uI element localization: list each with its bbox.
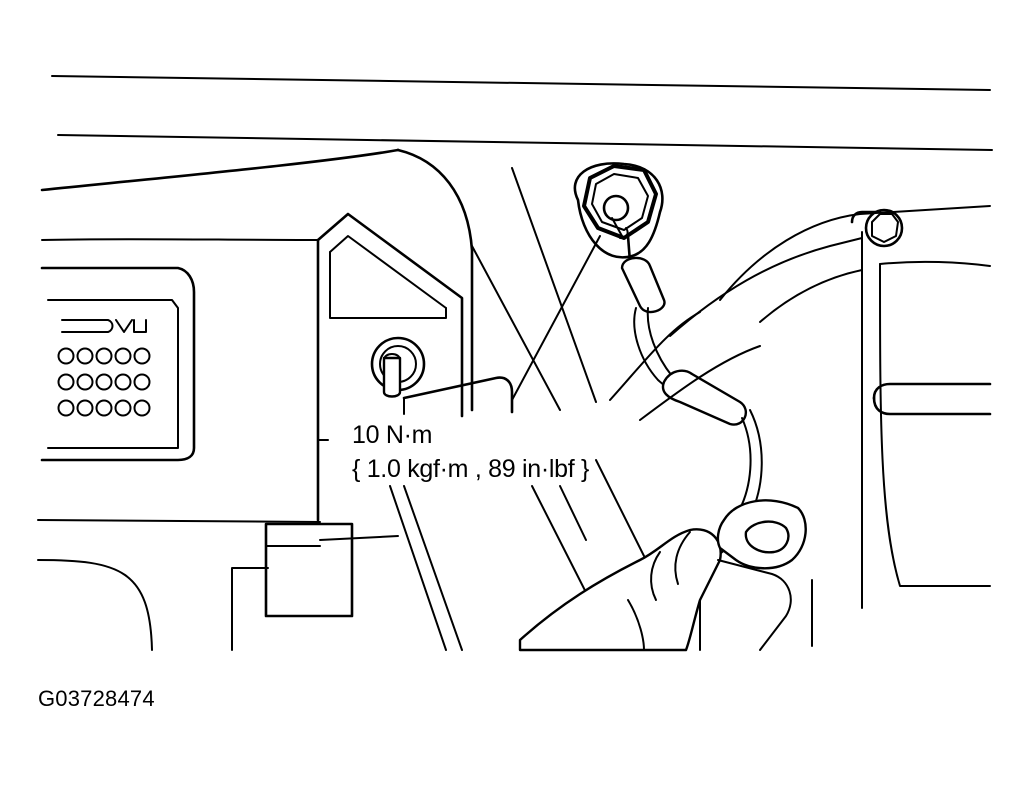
connector-pin	[57, 399, 75, 417]
connector-pin	[133, 373, 151, 391]
hand-holding-wire-icon	[518, 499, 807, 652]
sensor-body	[573, 162, 664, 259]
connector-pin	[133, 399, 151, 417]
sensor-lead	[626, 234, 632, 264]
connector-pins	[57, 347, 151, 417]
connector-pin	[114, 347, 132, 365]
left-housing	[37, 148, 474, 651]
connector-pin	[76, 373, 94, 391]
connector-pin	[95, 347, 113, 365]
torque-spec-label: 10 N·m { 1.0 kgf·m , 89 in·lbf }	[352, 418, 589, 486]
connector-pin	[95, 373, 113, 391]
hex-bolt-head-icon	[582, 164, 658, 240]
mounting-bracket	[316, 212, 464, 522]
leader-line	[511, 235, 601, 401]
upper-panel-edges	[51, 75, 993, 151]
bracket-stud	[382, 356, 402, 398]
connector-pin	[76, 399, 94, 417]
torque-spec-metric: 10 N·m	[352, 421, 433, 449]
connector-pin	[114, 373, 132, 391]
lower-connector	[264, 522, 354, 618]
torque-spec-imperial: { 1.0 kgf·m , 89 in·lbf }	[352, 455, 590, 483]
connector-block	[40, 266, 196, 462]
label-tab	[402, 376, 514, 415]
connector-pin	[133, 347, 151, 365]
wire-grommet-icon	[661, 369, 747, 426]
engine-body-lines	[471, 167, 992, 651]
connector-pin	[57, 373, 75, 391]
figure-id: G03728474	[38, 686, 155, 711]
connector-pin	[114, 399, 132, 417]
harness-sleeve-icon	[620, 256, 666, 314]
engine-bolt-icon	[864, 208, 904, 248]
connector-pin	[57, 347, 75, 365]
connector-pin	[95, 399, 113, 417]
connector-pin	[76, 347, 94, 365]
